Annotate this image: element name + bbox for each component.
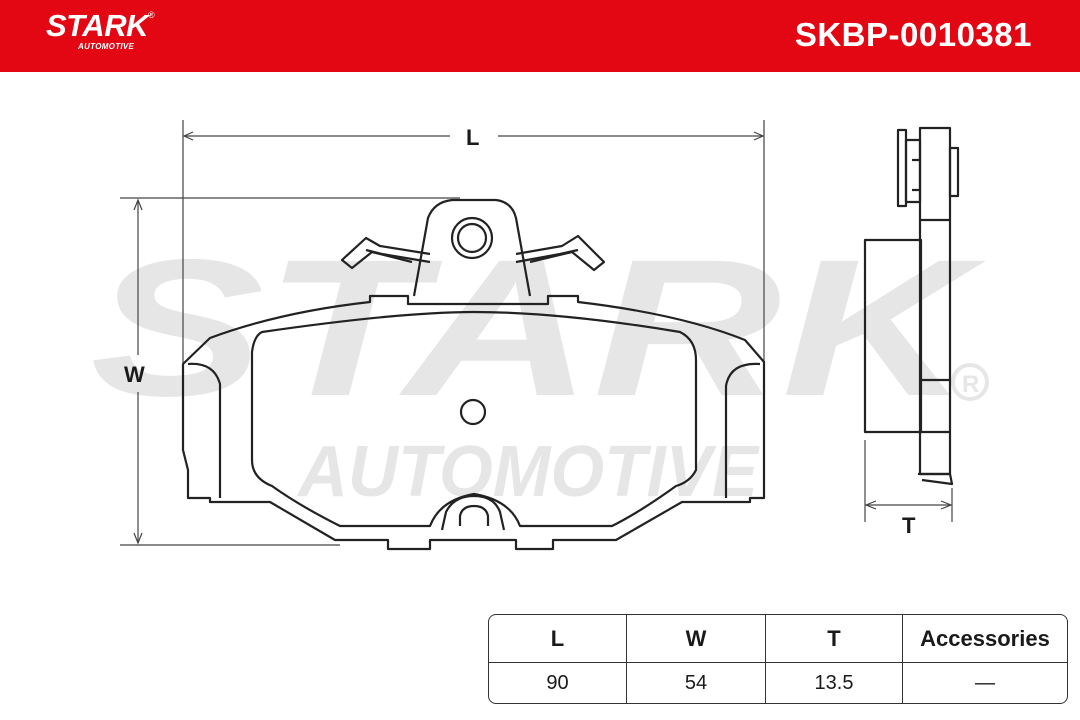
watermark-registered-icon — [951, 363, 989, 401]
brake-pad-side-view — [863, 126, 960, 486]
value-thickness: 13.5 — [766, 663, 903, 703]
width-label: W — [124, 362, 145, 387]
brake-pad-drawing: STARK AUTOMOTIVE R L W — [90, 120, 989, 551]
brand-subtitle: AUTOMOTIVE — [78, 42, 135, 51]
watermark-registered-letter: R — [962, 371, 979, 398]
specs-table: L W T Accessories 90 54 13.5 — — [488, 614, 1068, 704]
part-number: SKBP-0010381 — [794, 16, 1032, 53]
value-width: 54 — [627, 663, 766, 703]
watermark-subtitle: AUTOMOTIVE — [296, 432, 760, 512]
value-length: 90 — [489, 663, 627, 703]
header-thickness: T — [766, 615, 903, 663]
specs-value-row: 90 54 13.5 — — [489, 663, 1067, 703]
brand-name: STARK — [46, 8, 148, 43]
value-accessories: — — [975, 671, 995, 694]
stark-logo: STARK® AUTOMOTIVE — [46, 8, 155, 52]
thickness-dimension — [864, 440, 953, 522]
header-width: W — [627, 615, 766, 663]
specs-header-row: L W T Accessories — [489, 615, 1067, 663]
header-length: L — [489, 615, 627, 663]
brake-pad-front-view — [181, 198, 766, 551]
header-bar: STARK® AUTOMOTIVE SKBP-0010381 — [0, 0, 1080, 72]
length-dimension — [182, 120, 765, 364]
width-dimension — [120, 197, 460, 546]
watermark-brand: STARK — [90, 219, 986, 437]
header-accessories: Accessories — [903, 615, 1067, 663]
registered-mark: ® — [147, 10, 155, 20]
watermark: STARK AUTOMOTIVE R — [90, 219, 989, 512]
thickness-label: T — [902, 513, 916, 538]
length-label: L — [466, 125, 479, 150]
